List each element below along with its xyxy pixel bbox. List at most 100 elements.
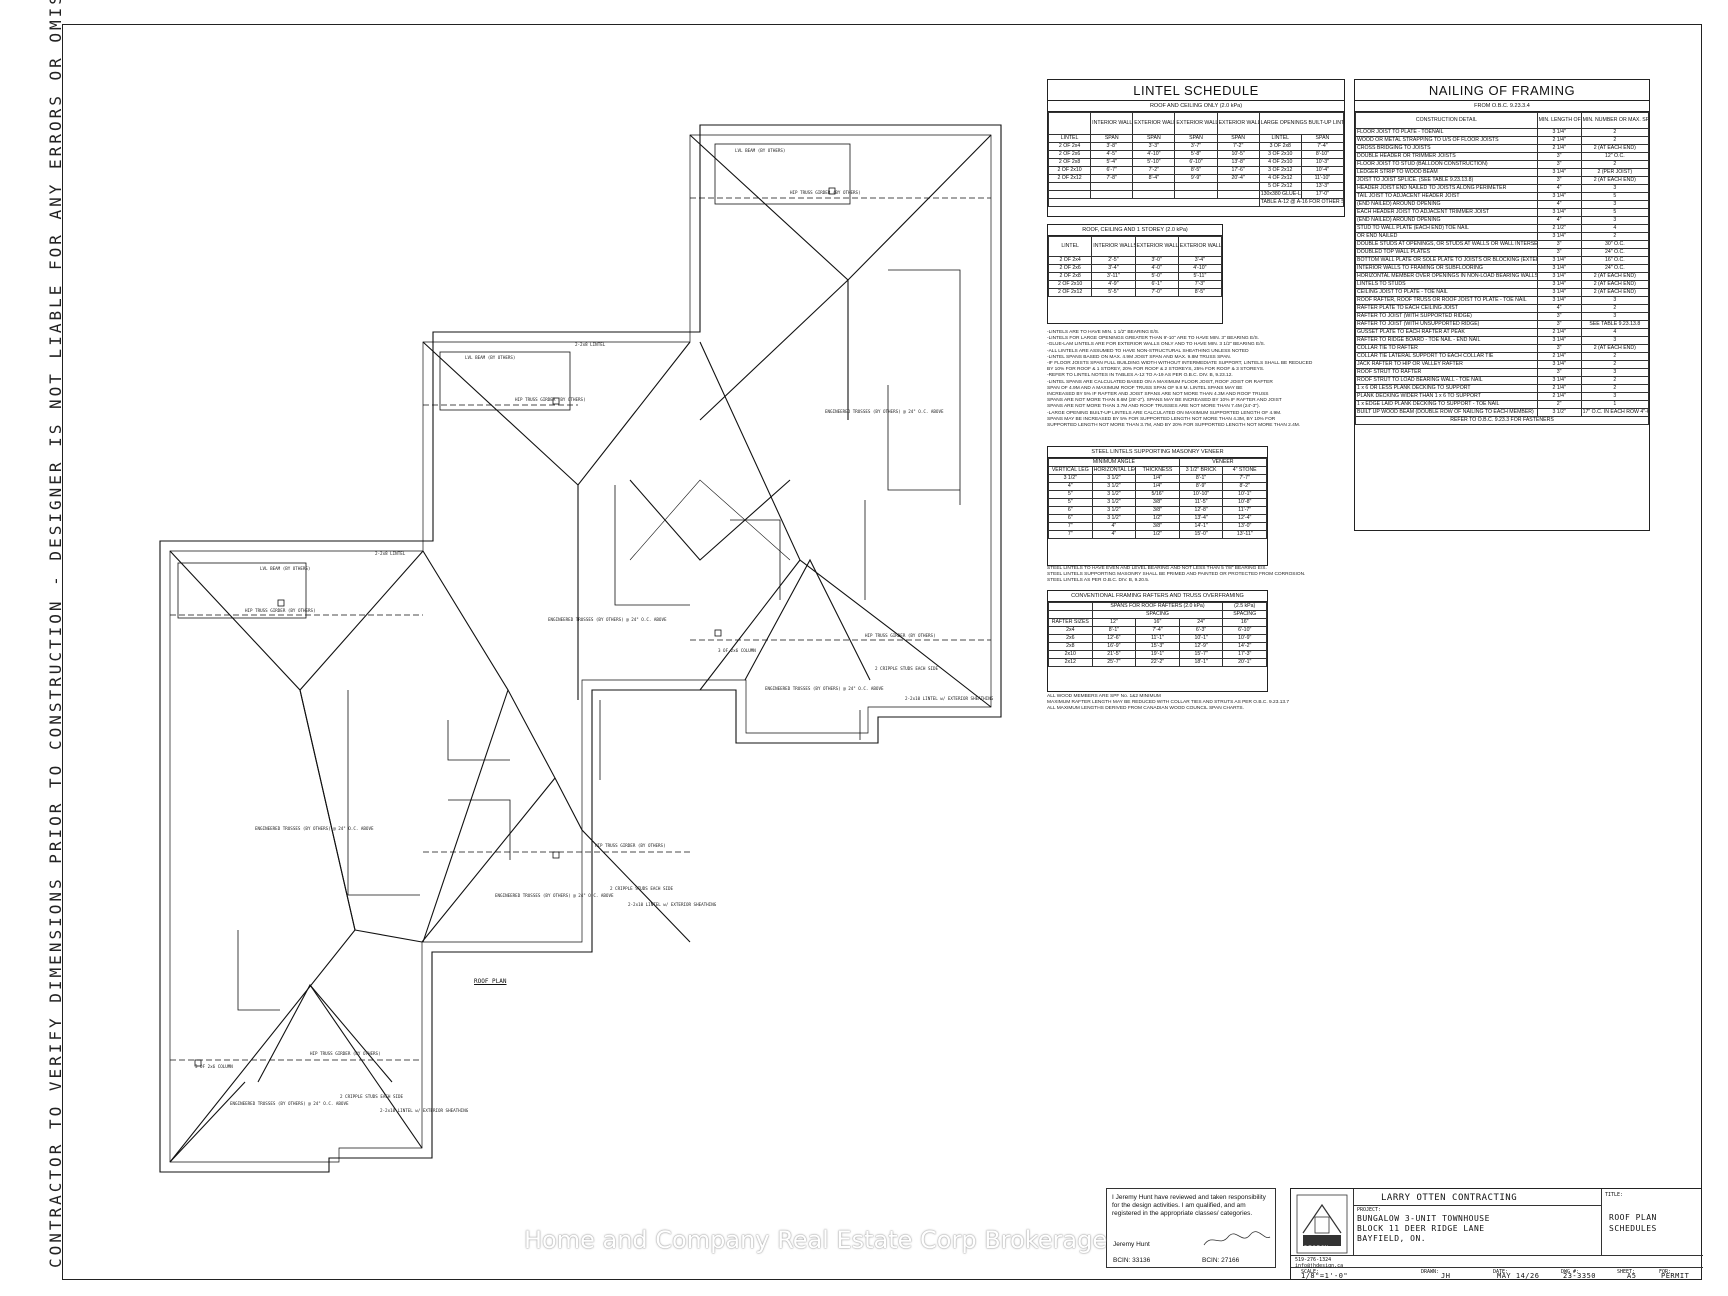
table-cell: 10'-1"	[1178, 634, 1224, 643]
group-header: VENEER	[1178, 458, 1268, 467]
table-cell: 5'-10"	[1132, 158, 1176, 167]
table-cell: 14'-2"	[1222, 642, 1267, 651]
table-cell: RAFTER TO JOIST (WITH UNSUPPORTED RIDGE)	[1355, 320, 1538, 329]
table-cell: 3 1/4"	[1536, 360, 1582, 369]
table-cell: 5	[1580, 208, 1650, 217]
date-value: MAY 14/26	[1497, 1272, 1540, 1280]
plan-label-lvl-beam-3: LVL BEAM (BY OTHERS)	[735, 148, 785, 153]
col-header: EXTERIOR WALLS STRUCTURAL SHEATHING	[1177, 236, 1223, 257]
table-cell: 3"	[1536, 248, 1582, 257]
table-cell: COLLAR TIE LATERAL SUPPORT TO EACH COLLA…	[1355, 352, 1538, 361]
lintel-note: SPANS MAY BE INCREASED BY 5% FOR SUPPORT…	[1047, 416, 1276, 422]
table-cell: GUSSET PLATE TO EACH RAFTER AT PEAK	[1355, 328, 1538, 337]
table-cell: 2 1/4"	[1536, 136, 1582, 145]
group-header: (2.5 kPa)	[1222, 602, 1267, 611]
table-cell: 2 1/4"	[1536, 352, 1582, 361]
table-cell: (END NAILED) AROUND OPENING	[1355, 216, 1538, 225]
table-cell: 7"	[1048, 530, 1093, 539]
table-row: FLOOR JOIST TO STUD (BALLOON CONSTRUCTIO…	[1355, 160, 1650, 169]
rafter-schedule: CONVENTIONAL FRAMING RAFTERS AND TRUSS O…	[1047, 590, 1268, 692]
table-cell: 3 1/4"	[1536, 288, 1582, 297]
spacing-label: SPACING	[1091, 610, 1224, 619]
lintel-note: SPANS ARE NOT MORE THAN 8.6M (28'-2"). S…	[1047, 398, 1282, 404]
table-cell: 3 1/2"	[1048, 474, 1093, 483]
table-cell: 1/4"	[1135, 482, 1180, 491]
table-cell: 7'-8"	[1090, 174, 1134, 183]
lintel-note: -LINTELS FOR LARGE OPENINGS GREATER THAN…	[1047, 336, 1260, 342]
table-row: HORIZONTAL MEMBER OVER OPENINGS IN NON-L…	[1355, 272, 1650, 281]
lintel-note: -LARGE OPENING BUILT-UP LINTELS ARE CALC…	[1047, 410, 1282, 416]
table-cell: 4'-10"	[1177, 264, 1223, 273]
col-header: 3 1/2" BRICK	[1178, 466, 1224, 475]
plan-label-cripple-1: 2 CRIPPLE STUDS EACH SIDE	[875, 666, 939, 671]
table-cell: 4'-5"	[1090, 150, 1134, 159]
table-cell: 3	[1580, 184, 1650, 193]
table-cell: 3 1/2"	[1091, 506, 1137, 515]
table-cell: JOIST TO JOIST SPLICE. (SEE TABLE 9.23.1…	[1355, 176, 1538, 185]
table-row: ROOF RAFTER, ROOF TRUSS OR ROOF JOIST TO…	[1355, 296, 1650, 305]
steel-notes: STEEL LINTELS TO HAVE EVEN AND LEVEL BEA…	[1047, 566, 1305, 585]
table-cell: 1/2"	[1135, 530, 1180, 539]
table-cell: 1	[1580, 400, 1650, 409]
col-header: INTERIOR WALLS	[1091, 236, 1136, 257]
table-cell: 2 OF 2x6	[1047, 264, 1093, 273]
certifier-name: Jeremy Hunt	[1113, 1241, 1150, 1248]
table-row: EACH HEADER JOIST TO ADJACENT TRIMMER JO…	[1355, 208, 1650, 217]
table-cell: 5"	[1048, 490, 1093, 499]
lintel-notes: -LINTELS ARE TO HAVE MIN. 1 1/2" BEARING…	[1047, 330, 1312, 429]
table-cell: 3 1/4"	[1536, 232, 1582, 241]
table-cell: 7'-2"	[1216, 142, 1260, 151]
designer-certification: I Jeremy Hunt have reviewed and taken re…	[1106, 1188, 1276, 1268]
table-cell: 2	[1580, 136, 1650, 145]
table-cell: 17'-0"	[1300, 190, 1345, 199]
table-cell: 13'-4"	[1178, 514, 1224, 523]
col-header: 16"	[1222, 618, 1267, 627]
table-cell: FLOOR JOIST TO PLATE - TOENAIL	[1355, 128, 1538, 137]
table-cell: 16" O.C.	[1580, 256, 1650, 265]
table-cell: 20'-4"	[1216, 174, 1260, 183]
col-header: 16"	[1135, 618, 1180, 627]
table-row: BOTTOM WALL PLATE OR SOLE PLATE TO JOIST…	[1355, 256, 1650, 265]
table-cell: 3 1/2"	[1536, 408, 1582, 417]
rafter-note: ALL MAXIMUM LENGTHS DERIVED FROM CANADIA…	[1047, 706, 1244, 712]
table-cell: 3 1/4"	[1536, 264, 1582, 273]
plan-label-lintel-ext-2: 2-2x10 LINTEL w/ EXTERIOR SHEATHING	[628, 902, 717, 907]
table-row: 1 x EDGE LAID PLANK DECKING TO SUPPORT -…	[1355, 400, 1650, 409]
table-cell: 15'-3"	[1135, 642, 1180, 651]
table-cell: 3'-0"	[1134, 256, 1179, 265]
scale-label: SCALE:	[1301, 1269, 1320, 1275]
design-logo-icon	[1296, 1194, 1348, 1254]
table-cell: 3	[1580, 368, 1650, 377]
project-line-1: BUNGALOW 3-UNIT TOWNHOUSE	[1357, 1214, 1490, 1223]
table-cell: 3 1/4"	[1536, 208, 1582, 217]
storey-lintel-schedule: ROOF, CEILING AND 1 STOREY (2.0 kPa) LIN…	[1047, 224, 1223, 324]
table-cell: 25'-7"	[1091, 658, 1137, 667]
col-subheader: SPAN	[1132, 134, 1176, 143]
table-cell: 2x6	[1048, 634, 1093, 643]
table-cell: 7'-2"	[1132, 166, 1176, 175]
col-header: EXTERIOR WALLS NO ROOF LOAD GABLE ENDS	[1216, 112, 1260, 135]
nailing-schedule-title: NAILING OF FRAMING	[1355, 80, 1649, 101]
table-cell: HEADER JOIST END NAILED TO JOISTS ALONG …	[1355, 184, 1538, 193]
signature-mark	[1203, 1231, 1271, 1246]
table-cell: 2	[1580, 352, 1650, 361]
table-cell: 3"	[1536, 176, 1582, 185]
table-cell: 2 (AT EACH END)	[1580, 344, 1650, 353]
table-cell: 12'-4"	[1222, 514, 1267, 523]
table-cell: 3 1/2"	[1091, 490, 1137, 499]
table-cell: 30" O.C.	[1580, 240, 1650, 249]
table-cell	[1047, 182, 1092, 191]
table-cell: 3 1/2"	[1091, 474, 1137, 483]
table-cell: 1/2"	[1135, 514, 1180, 523]
